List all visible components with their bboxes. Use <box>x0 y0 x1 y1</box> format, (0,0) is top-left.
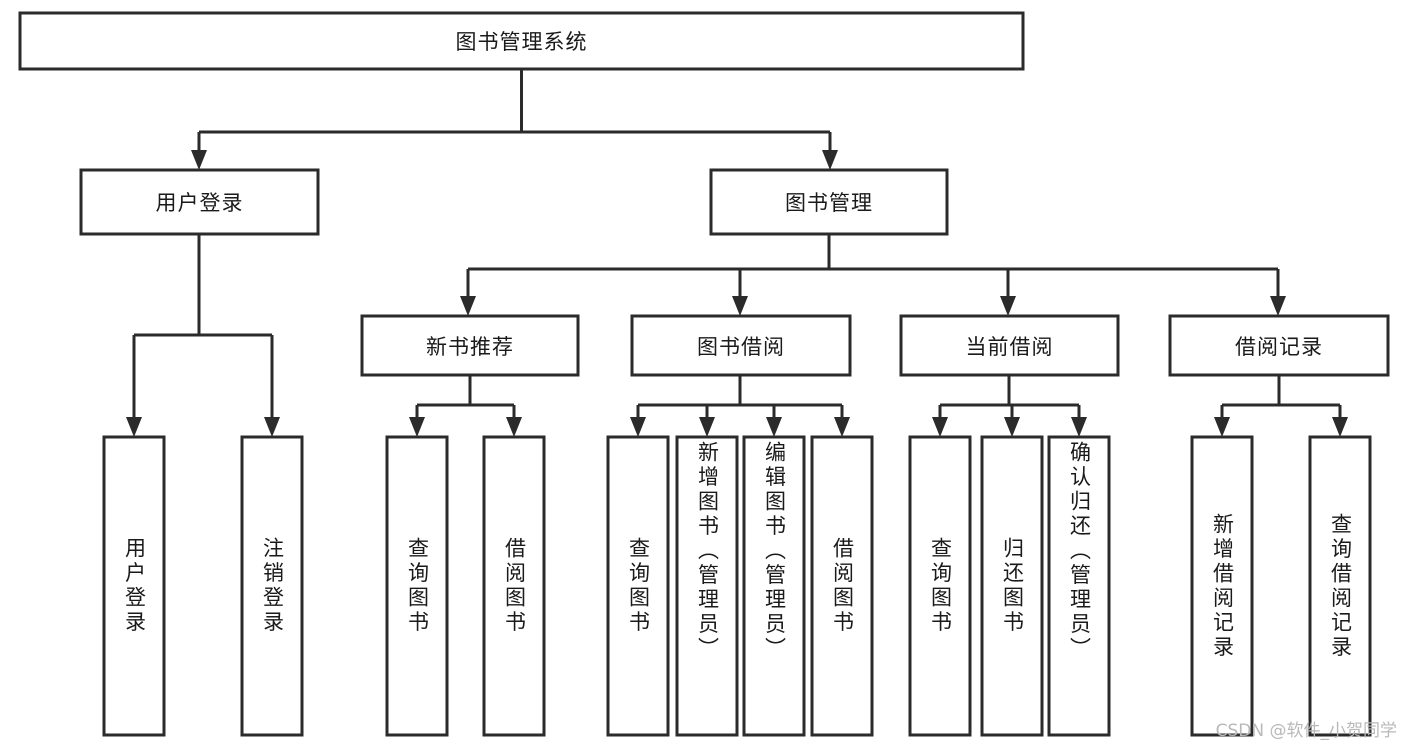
node-box-leaf-user-login[interactable] <box>102 435 166 737</box>
node-box-leaf-add-borrow-record[interactable] <box>1190 435 1254 737</box>
node-box-book-manage[interactable] <box>709 168 949 236</box>
node-box-new-book-recommend[interactable] <box>360 314 580 377</box>
node-box-leaf-query-borrow-record[interactable] <box>1308 435 1372 737</box>
node-box-leaf-query-book-3[interactable] <box>908 435 972 737</box>
connector-borrow-record-to-leaves <box>1214 375 1348 437</box>
node-box-user-login[interactable] <box>79 168 320 236</box>
connector-root-to-level2 <box>191 69 838 170</box>
node-box-leaf-query-book-2[interactable] <box>606 435 670 737</box>
node-box-leaf-borrow-book-2[interactable] <box>810 435 874 737</box>
node-box-borrow-record[interactable] <box>1168 314 1390 377</box>
node-box-leaf-edit-book-admin[interactable] <box>742 435 806 737</box>
node-box-leaf-confirm-return-admin[interactable] <box>1047 435 1111 737</box>
node-box-leaf-borrow-book-1[interactable] <box>482 435 546 737</box>
node-box-leaf-add-book-admin[interactable] <box>675 435 739 737</box>
node-box-current-borrow[interactable] <box>899 314 1120 377</box>
connector-new-book-recommend-to-leaves <box>409 375 522 437</box>
connector-current-borrow-to-leaves <box>932 375 1087 437</box>
connector-book-borrow-to-leaves <box>630 375 850 437</box>
node-box-leaf-query-book-1[interactable] <box>385 435 449 737</box>
node-box-book-borrow[interactable] <box>630 314 852 377</box>
node-box-leaf-return-book[interactable] <box>980 435 1044 737</box>
connector-user-login-to-leaves <box>126 234 280 437</box>
connector-book-manage-to-level3 <box>460 234 1286 316</box>
node-box-leaf-logout[interactable] <box>240 435 304 737</box>
node-box-root[interactable] <box>18 11 1025 71</box>
